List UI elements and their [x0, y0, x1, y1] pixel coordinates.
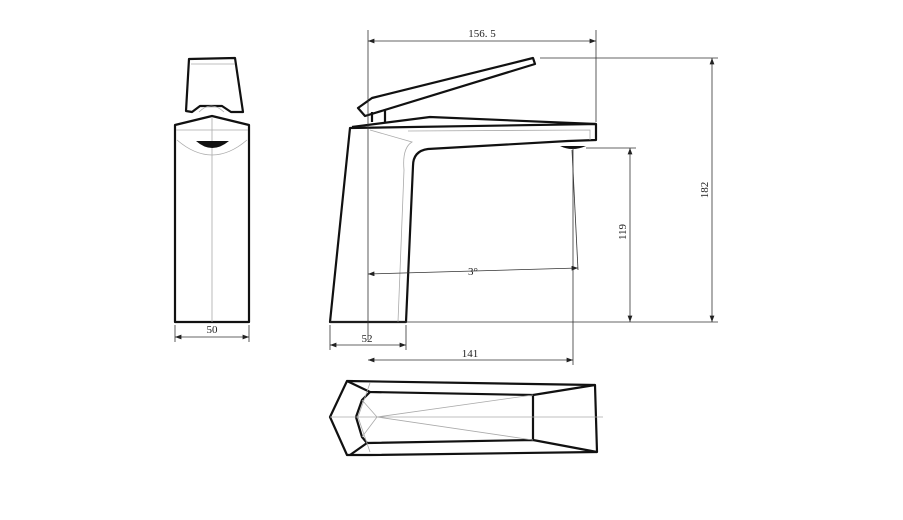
- side-lever: [356, 56, 537, 118]
- dim-overall-depth: 156. 5: [468, 28, 496, 40]
- dim-width: 50: [207, 324, 219, 336]
- front-handle: [184, 56, 245, 114]
- dim-angle: 3°: [468, 266, 478, 278]
- side-body: [328, 122, 598, 324]
- dim-overall-height: 182: [699, 182, 711, 199]
- aerator-front: [196, 141, 229, 148]
- dim-spout-height: 119: [617, 223, 629, 240]
- top-view: [328, 379, 603, 457]
- front-body: [173, 114, 251, 324]
- front-view: 50: [173, 56, 251, 342]
- side-top-wedge: [351, 115, 597, 129]
- dim-base-depth: 52: [362, 333, 373, 345]
- side-view: 156. 5 182 119 3° 52 141: [328, 28, 718, 365]
- dim-spout-reach: 141: [462, 348, 479, 360]
- aerator-side: [560, 146, 586, 149]
